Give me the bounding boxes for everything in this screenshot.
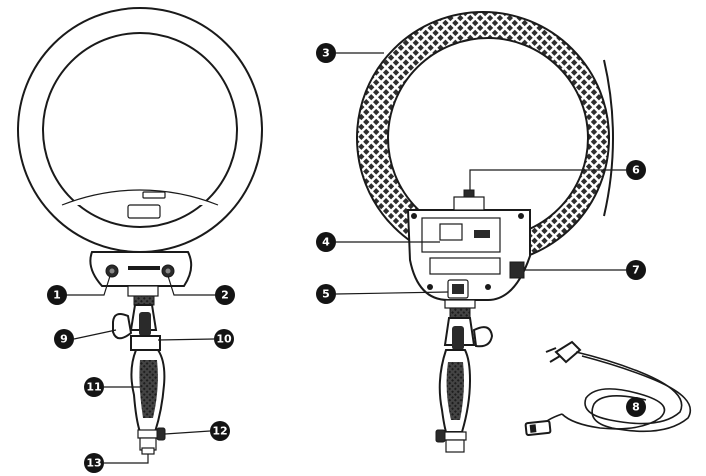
svg-text:8: 8	[632, 401, 640, 414]
callout-badges: 1 2 3 4 5 6 7 8	[47, 43, 646, 473]
front-control-housing	[89, 251, 193, 287]
svg-text:12: 12	[212, 425, 227, 438]
svg-text:11: 11	[86, 381, 101, 394]
back-control-housing	[406, 189, 531, 301]
svg-text:9: 9	[60, 333, 68, 346]
front-ring-illustration	[17, 7, 263, 253]
callout-1: 1	[47, 285, 67, 305]
front-handle-illustration	[112, 285, 166, 455]
svg-text:4: 4	[322, 236, 330, 249]
power-cord-illustration	[524, 340, 692, 437]
svg-text:2: 2	[221, 289, 229, 302]
svg-text:7: 7	[632, 264, 640, 277]
callout-10: 10	[214, 329, 234, 349]
callout-4: 4	[316, 232, 336, 252]
svg-text:6: 6	[632, 164, 640, 177]
callout-7: 7	[626, 260, 646, 280]
back-handle-illustration	[435, 299, 494, 453]
svg-text:5: 5	[322, 288, 330, 301]
callout-3: 3	[316, 43, 336, 63]
svg-text:3: 3	[322, 47, 330, 60]
callout-8: 8	[626, 397, 646, 417]
svg-text:13: 13	[86, 457, 101, 470]
svg-text:10: 10	[216, 333, 232, 346]
callout-9: 9	[54, 329, 74, 349]
callout-5: 5	[316, 284, 336, 304]
callout-12: 12	[210, 421, 230, 441]
svg-text:1: 1	[53, 289, 61, 302]
back-view	[356, 11, 614, 453]
callout-11: 11	[84, 377, 104, 397]
leader-lines	[66, 52, 626, 464]
callout-13: 13	[84, 453, 104, 473]
callout-2: 2	[215, 285, 235, 305]
back-ring-illustration	[356, 11, 614, 265]
dc-input-port-icon	[509, 261, 525, 279]
front-view	[17, 7, 263, 455]
hot-shoe-mount-icon	[453, 196, 485, 211]
callout-6: 6	[626, 160, 646, 180]
